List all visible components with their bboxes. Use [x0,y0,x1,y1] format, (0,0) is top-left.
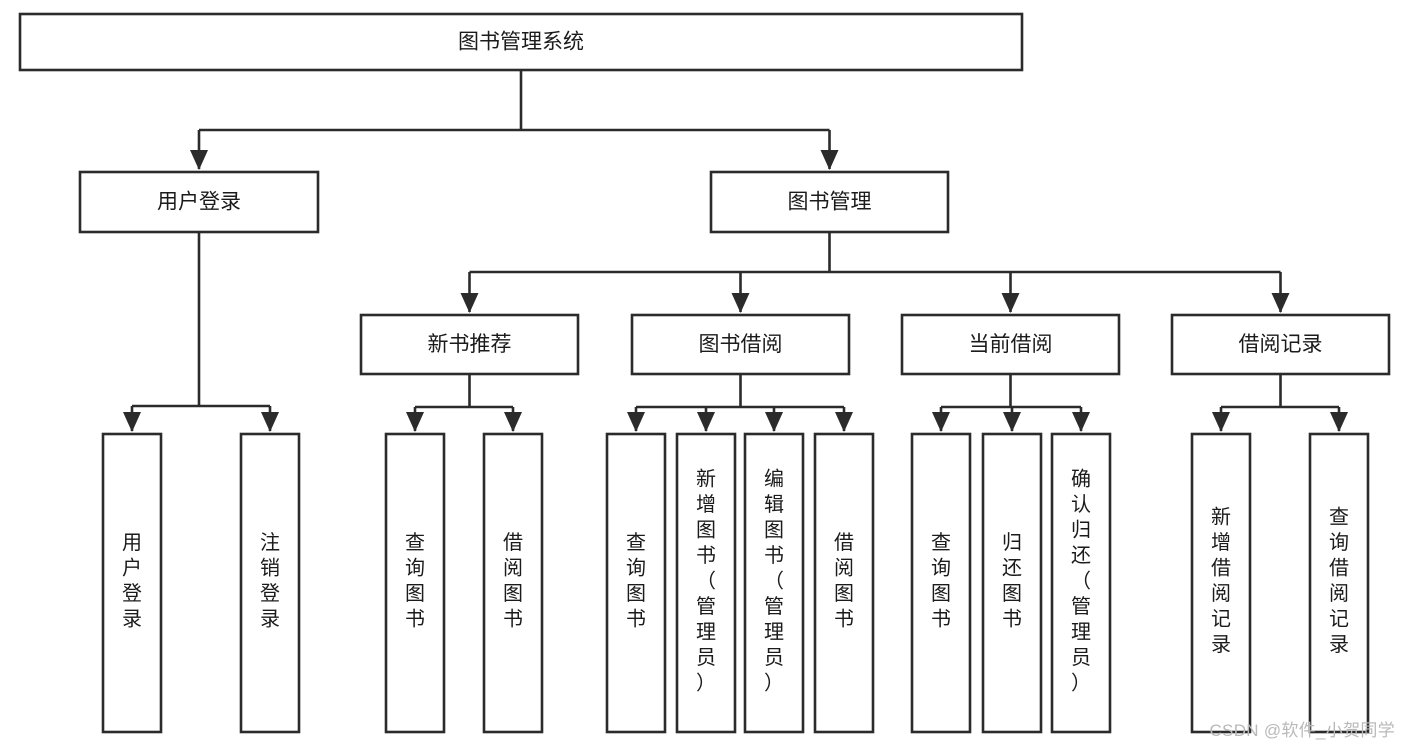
node-leaf-rcd-add[interactable]: 新增借阅记录 [1190,432,1252,734]
node-label: 新书推荐 [428,333,512,356]
node-label: 图书借阅 [699,333,783,356]
node-label: 归还图书 [1002,531,1022,631]
node-label: 查询借阅记录 [1329,506,1349,657]
node-label: 新增图书（管理员） [696,467,716,694]
node-root[interactable]: 图书管理系统 [18,12,1024,72]
nodes-layer: 图书管理系统用户登录图书管理新书推荐图书借阅当前借阅借阅记录用户登录注销登录查询… [18,12,1391,734]
node-leaf-cur-query[interactable]: 查询图书 [910,432,972,734]
node-book-borrow[interactable]: 图书借阅 [630,313,851,376]
node-current-borrow[interactable]: 当前借阅 [900,313,1121,376]
node-leaf-cur-confirm[interactable]: 确认归还（管理员） [1050,432,1112,734]
node-label: 图书管理系统 [458,31,584,54]
node-leaf-user-logout[interactable]: 注销登录 [239,432,301,734]
node-leaf-brw-query[interactable]: 查询图书 [605,432,667,734]
node-label: 借阅记录 [1239,333,1323,356]
node-label: 确认归还（管理员） [1071,467,1091,694]
node-label: 查询图书 [626,531,646,631]
node-borrow-record[interactable]: 借阅记录 [1170,313,1391,376]
node-book-manage[interactable]: 图书管理 [709,170,950,234]
node-user-login[interactable]: 用户登录 [78,170,320,234]
node-leaf-brw-borrow[interactable]: 借阅图书 [813,432,875,734]
node-label: 借阅图书 [503,531,523,631]
node-label: 用户登录 [157,191,241,214]
node-leaf-rcd-query[interactable]: 查询借阅记录 [1308,432,1370,734]
node-leaf-cur-return[interactable]: 归还图书 [981,432,1043,734]
node-leaf-rec-query[interactable]: 查询图书 [384,432,446,734]
node-label: 新增借阅记录 [1211,506,1231,657]
node-label: 借阅图书 [834,531,854,631]
node-leaf-rec-borrow[interactable]: 借阅图书 [482,432,544,734]
node-label: 图书管理 [788,191,872,214]
node-leaf-brw-edit[interactable]: 编辑图书（管理员） [743,432,805,734]
node-label: 注销登录 [260,531,280,631]
watermark-text: CSDN @软件_小贺同学 [1209,721,1395,740]
node-label: 用户登录 [122,532,142,631]
node-label: 当前借阅 [969,333,1053,356]
node-leaf-user-login[interactable]: 用户登录 [101,432,163,734]
connectors-layer [123,70,1348,432]
node-label: 查询图书 [931,531,951,631]
node-leaf-brw-add[interactable]: 新增图书（管理员） [675,432,737,734]
node-label: 编辑图书（管理员） [764,467,784,694]
node-new-book-rec[interactable]: 新书推荐 [359,313,580,376]
node-label: 查询图书 [405,531,425,631]
